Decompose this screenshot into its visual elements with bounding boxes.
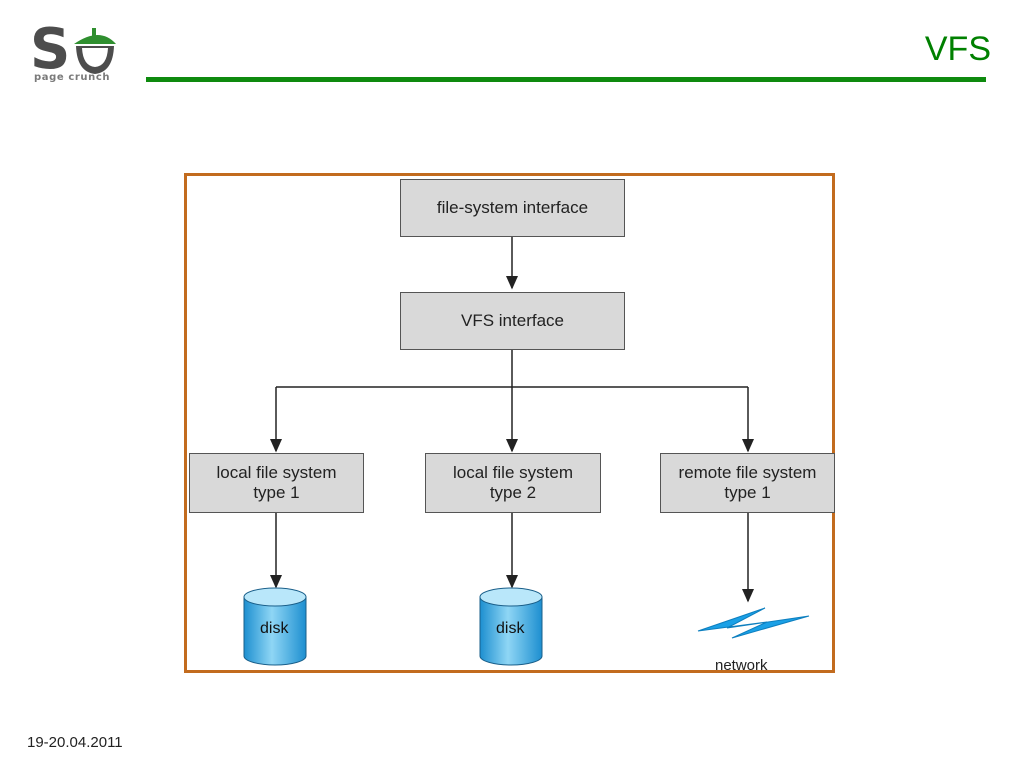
network-icon [697,607,810,639]
logo-caption: page crunch [34,72,111,83]
disk-1-label: disk [260,620,289,637]
vfs-interface-box: VFS interface [400,292,625,350]
diagram-connectors [243,237,810,666]
slide-title: VFS [924,30,991,68]
disk-2-label: disk [496,620,525,637]
vfs-diagram: file-system interface VFS interface loca… [184,173,835,674]
svg-text:S: S [30,17,70,82]
remote-file-system-type-1-box: remote file system type 1 [660,453,835,513]
network-label: network [715,657,768,674]
local-file-system-type-2-box: local file system type 2 [425,453,601,513]
pagecrunch-logo: S [30,17,116,82]
file-system-interface-box: file-system interface [400,179,625,237]
disk-2-icon [479,587,543,666]
local-file-system-type-1-box: local file system type 1 [189,453,364,513]
disk-1-icon [243,587,307,666]
title-underline [146,77,986,82]
footer-date: 19-20.04.2011 [27,734,123,751]
